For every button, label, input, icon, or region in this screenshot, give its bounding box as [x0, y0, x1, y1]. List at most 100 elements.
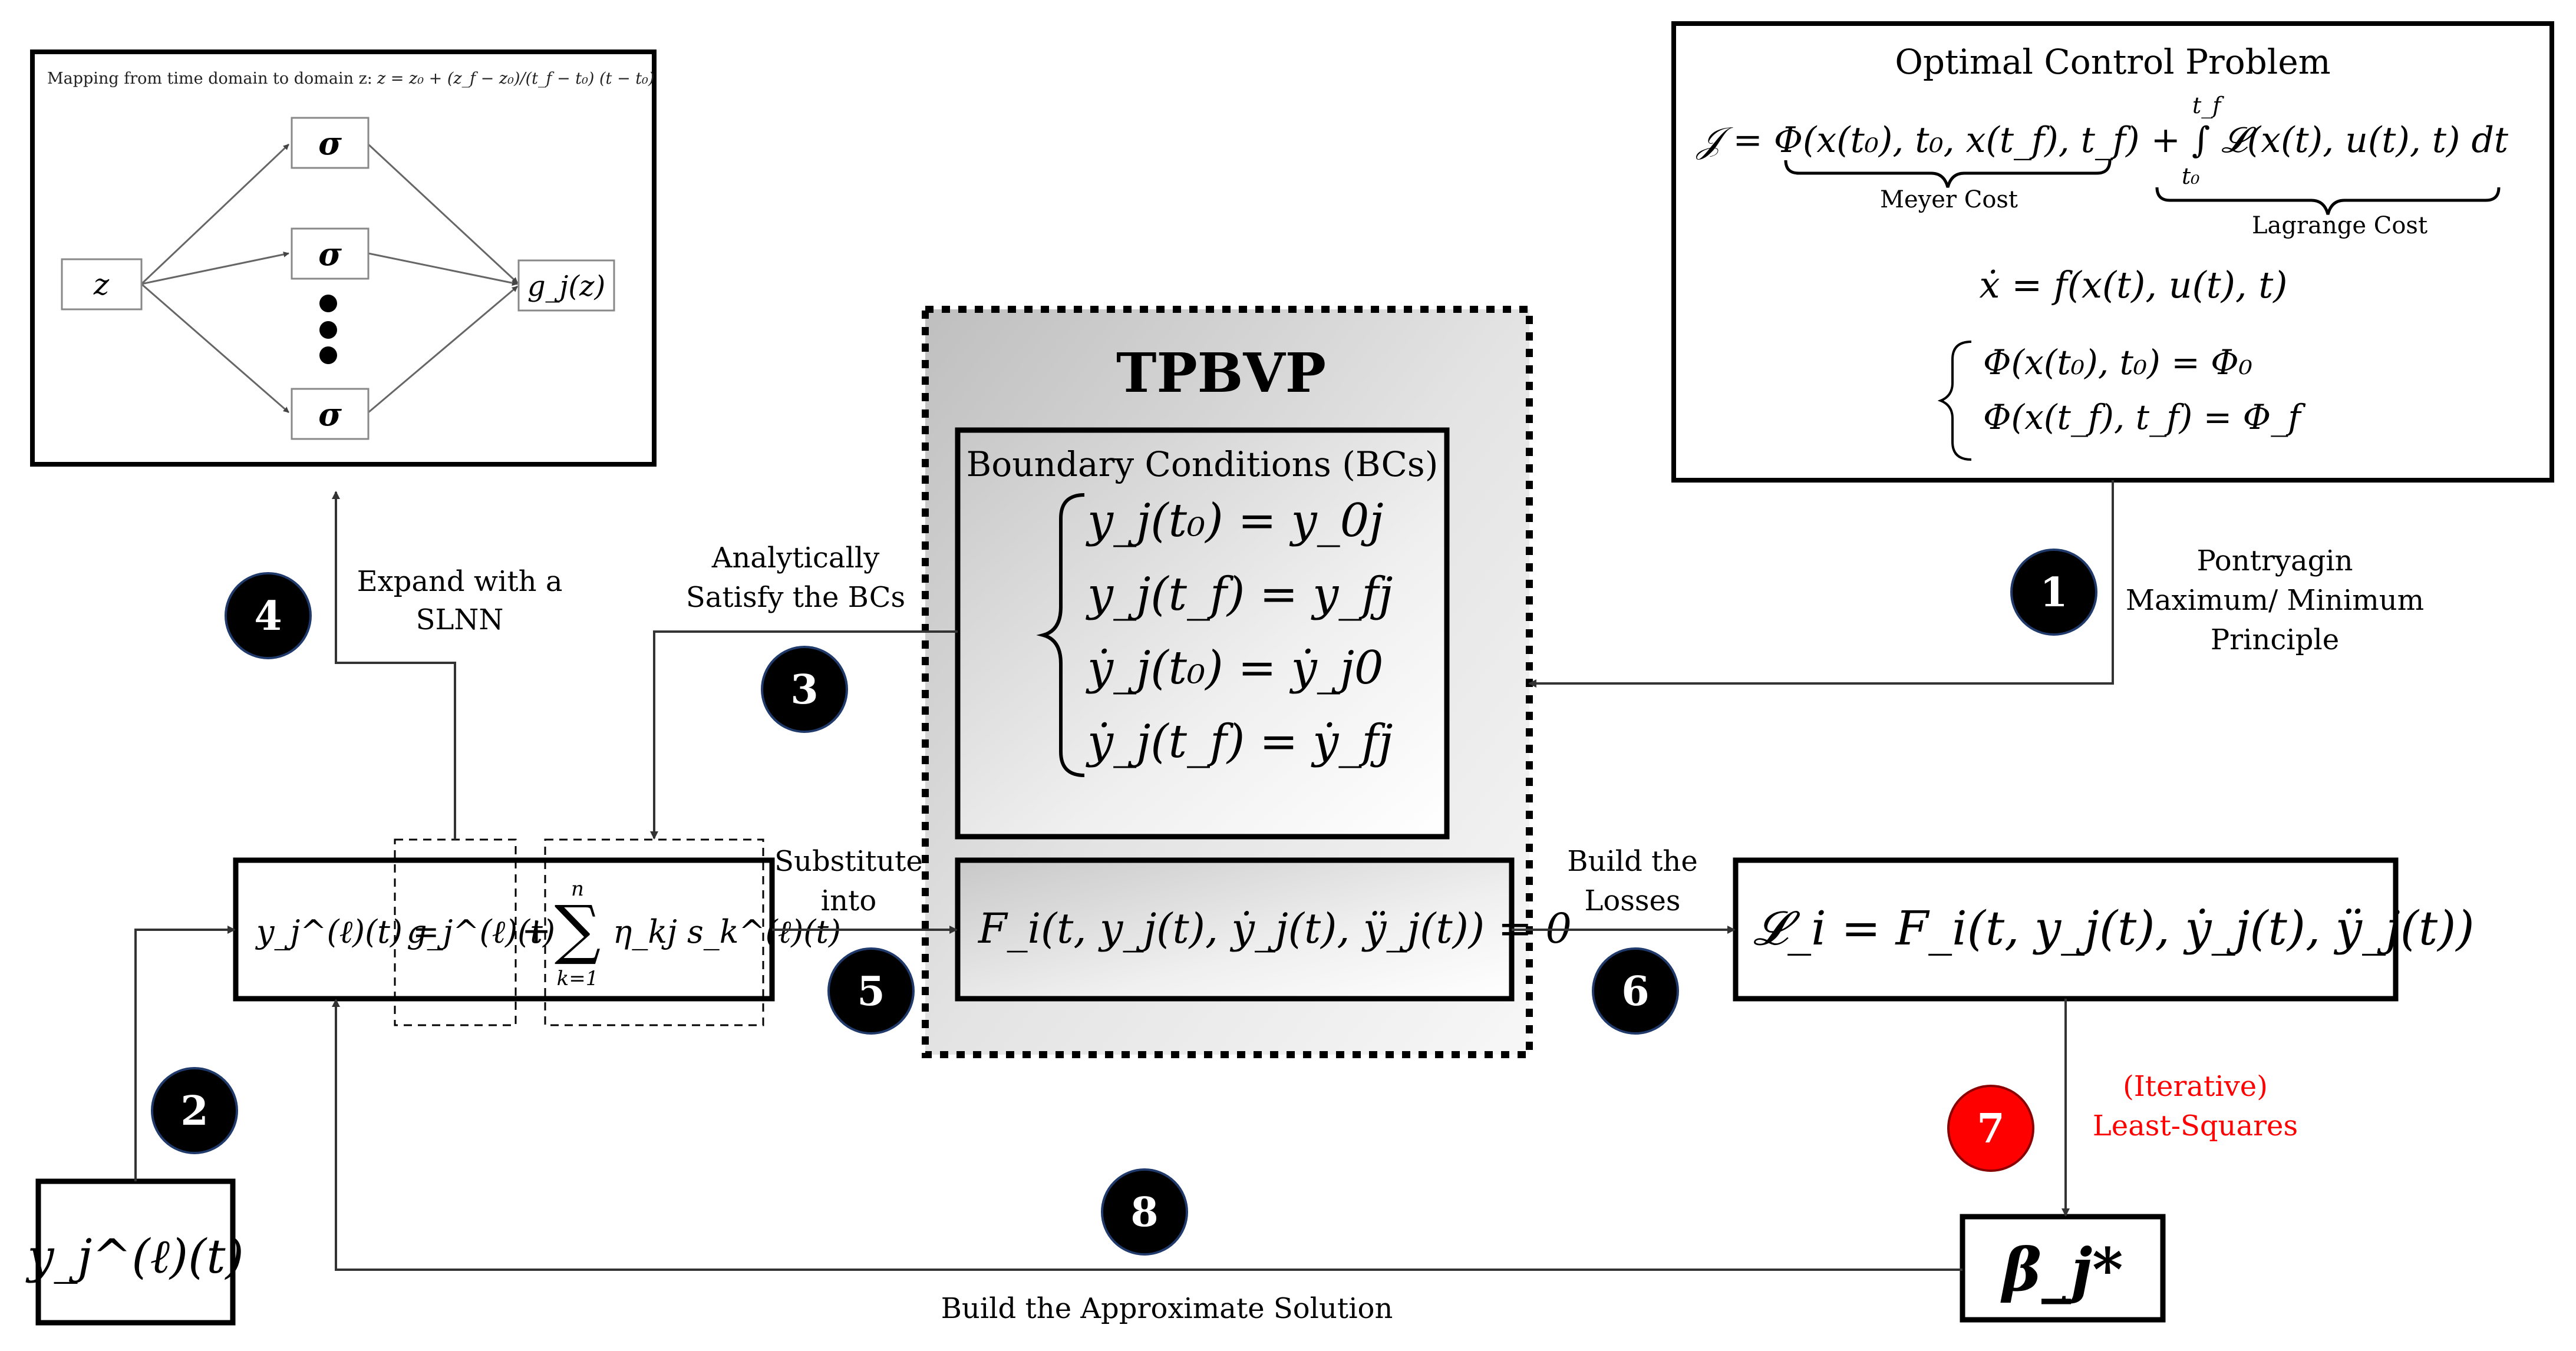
label-expand-line-1: Expand with a [357, 565, 563, 598]
bc-brace [1036, 493, 1085, 777]
arrow-beta-to-expansion [332, 999, 1962, 1271]
label-substitute-line-2: into [821, 884, 876, 917]
bc-line-3: ẏ_j(t₀) = ẏ_j0 [1086, 642, 1384, 695]
edge-neuron-1-output [367, 143, 519, 284]
label-iterative-line-1: (Iterative) [2123, 1070, 2268, 1103]
step-badges: 1 2 3 4 5 6 7 8 [151, 549, 2097, 1256]
label-expand-line-2: SLNN [416, 603, 504, 636]
expansion-g-term: g_j^(ℓ)(t) [407, 913, 555, 950]
meyer-brace [1784, 160, 2112, 188]
step-badge-2: 2 [151, 1067, 238, 1154]
tpbvp-panel: TPBVP Boundary Conditions (BCs) y_j(t₀) … [922, 306, 1572, 1058]
edge-input-neuron-1 [140, 143, 290, 285]
expansion-panel: y_j^(ℓ)(t) = g_j^(ℓ)(t) + n ∑ k=1 η_kj s… [233, 838, 841, 1026]
beta-equation: β_j* [2000, 1235, 2123, 1304]
lagrange-cost-label: Lagrange Cost [2252, 212, 2427, 239]
label-pontryagin-line-2: Maximum/ Minimum [2126, 584, 2424, 617]
neuron-1 [291, 117, 370, 169]
output-node-label: g_j(z) [527, 270, 605, 303]
nn-edges [140, 143, 519, 414]
ocp-bc-final: Φ(x(t_f), t_f) = Φ_f [1983, 397, 2306, 437]
bc-box [955, 427, 1450, 840]
svg-text:3: 3 [790, 666, 818, 714]
label-substitute-line-1: Substitute [774, 845, 923, 878]
loss-equation: 𝓛_i = F_i(t, y_j(t), ẏ_j(t), ÿ_j(t)) [1753, 901, 2475, 956]
ocp-title: Optimal Control Problem [1895, 42, 2330, 82]
arrow-ocp-to-tpbvp [1528, 480, 2114, 688]
edge-input-neuron-n [141, 283, 289, 414]
neuron-n [291, 388, 370, 440]
svg-text:7: 7 [1977, 1105, 2004, 1152]
neuron-2-label: σ [318, 235, 342, 273]
step-badge-1: 1 [2010, 549, 2097, 636]
step-badge-8: 8 [1101, 1168, 1188, 1256]
initial-guess-equation: y_j^(ℓ)(t) [25, 1229, 243, 1284]
bc-line-1: y_j(t₀) = y_0j [1086, 494, 1384, 547]
loss-panel: 𝓛_i = F_i(t, y_j(t), ẏ_j(t), ÿ_j(t)) [1733, 857, 2475, 1002]
ellipsis-dots [319, 295, 337, 364]
integral-upper-limit: t_f [2192, 93, 2224, 119]
beta-panel: β_j* [1960, 1214, 2166, 1323]
input-node-label: z [93, 267, 110, 302]
residual-box [955, 857, 1515, 1002]
initial-guess-panel: y_j^(ℓ)(t) [25, 1178, 244, 1326]
svg-text:6: 6 [1621, 968, 1649, 1015]
svg-text:4: 4 [254, 593, 282, 640]
integral-lower-limit: t₀ [2182, 163, 2200, 189]
expansion-sum-term: η_kj s_k^(ℓ)(t) [613, 913, 841, 950]
svg-text:2: 2 [180, 1088, 208, 1135]
expansion-lhs: y_j^(ℓ)(t) = [255, 913, 439, 950]
meyer-cost-label: Meyer Cost [1880, 186, 2018, 213]
slnn-panel: Mapping from time domain to domain z: z … [30, 49, 657, 467]
ocp-bc-brace [1937, 341, 1972, 461]
step-badge-6: 6 [1592, 947, 1679, 1035]
ocp-bc-initial: Φ(x(t₀), t₀) = Φ₀ [1983, 342, 2252, 382]
label-pontryagin-line-1: Pontryagin [2196, 544, 2353, 577]
step-badge-4: 4 [225, 572, 312, 659]
bc-line-4: ẏ_j(t_f) = ẏ_fj [1086, 715, 1393, 768]
svg-text:1: 1 [2040, 569, 2067, 616]
step-badge-5: 5 [827, 947, 915, 1035]
ocp-panel: Optimal Control Problem 𝒥 = Φ(x(t₀), t₀,… [1671, 21, 2554, 483]
svg-text:5: 5 [857, 968, 885, 1015]
output-node [517, 259, 615, 312]
edge-labels: Expand with a SLNN Analytically Satisfy … [357, 541, 2425, 1325]
mapping-equation: z = z₀ + (z_f − z₀)/(t_f − t₀) (t − t₀) [377, 70, 654, 88]
lagrange-brace [2155, 187, 2501, 215]
ocp-dynamics: ẋ = f(x(t), u(t), t) [1980, 263, 2288, 306]
step-badge-3: 3 [761, 646, 848, 733]
neuron-n-label: σ [318, 395, 342, 433]
label-build-losses-line-2: Losses [1584, 884, 1680, 917]
bc-title: Boundary Conditions (BCs) [967, 444, 1439, 484]
tpbvp-title: TPBVP [1116, 341, 1326, 405]
step-badge-7: 7 [1947, 1085, 2034, 1172]
sum-symbol: ∑ [555, 891, 601, 967]
edge-neuron-2-output [368, 252, 518, 286]
svg-text:8: 8 [1130, 1189, 1158, 1236]
ocp-cost-equation: 𝒥 = Φ(x(t₀), t₀, x(t_f), t_f) + ∫ 𝓛(x(t)… [1696, 120, 2509, 161]
arrow-initial-to-expansion [134, 926, 236, 1181]
input-node [61, 258, 143, 311]
sum-upper-limit: n [571, 877, 584, 901]
label-pontryagin-line-3: Principle [2211, 623, 2339, 656]
edge-input-neuron-2 [141, 251, 289, 285]
mapping-label: Mapping from time domain to domain z: [47, 70, 372, 88]
label-analytic-line-1: Analytically [711, 541, 880, 574]
label-build-solution: Build the Approximate Solution [941, 1292, 1393, 1325]
expansion-plus: + [522, 910, 551, 952]
label-build-losses-line-1: Build the [1567, 845, 1697, 878]
bc-line-2: y_j(t_f) = y_fj [1086, 568, 1393, 621]
label-iterative-line-2: Least-Squares [2093, 1109, 2298, 1142]
edge-neuron-n-output [368, 285, 518, 414]
neuron-2 [291, 227, 370, 280]
arrow-expansion-to-slnn [332, 491, 456, 840]
sum-term-dashed-box [544, 838, 764, 1026]
arrow-bcs-to-sum [650, 630, 958, 840]
label-analytic-line-2: Satisfy the BCs [686, 581, 905, 614]
neuron-1-label: σ [318, 124, 342, 162]
sum-lower-limit: k=1 [557, 967, 599, 990]
residual-equation: F_i(t, y_j(t), ẏ_j(t), ÿ_j(t)) = 0 [977, 904, 1572, 953]
connectors [134, 480, 2114, 1271]
